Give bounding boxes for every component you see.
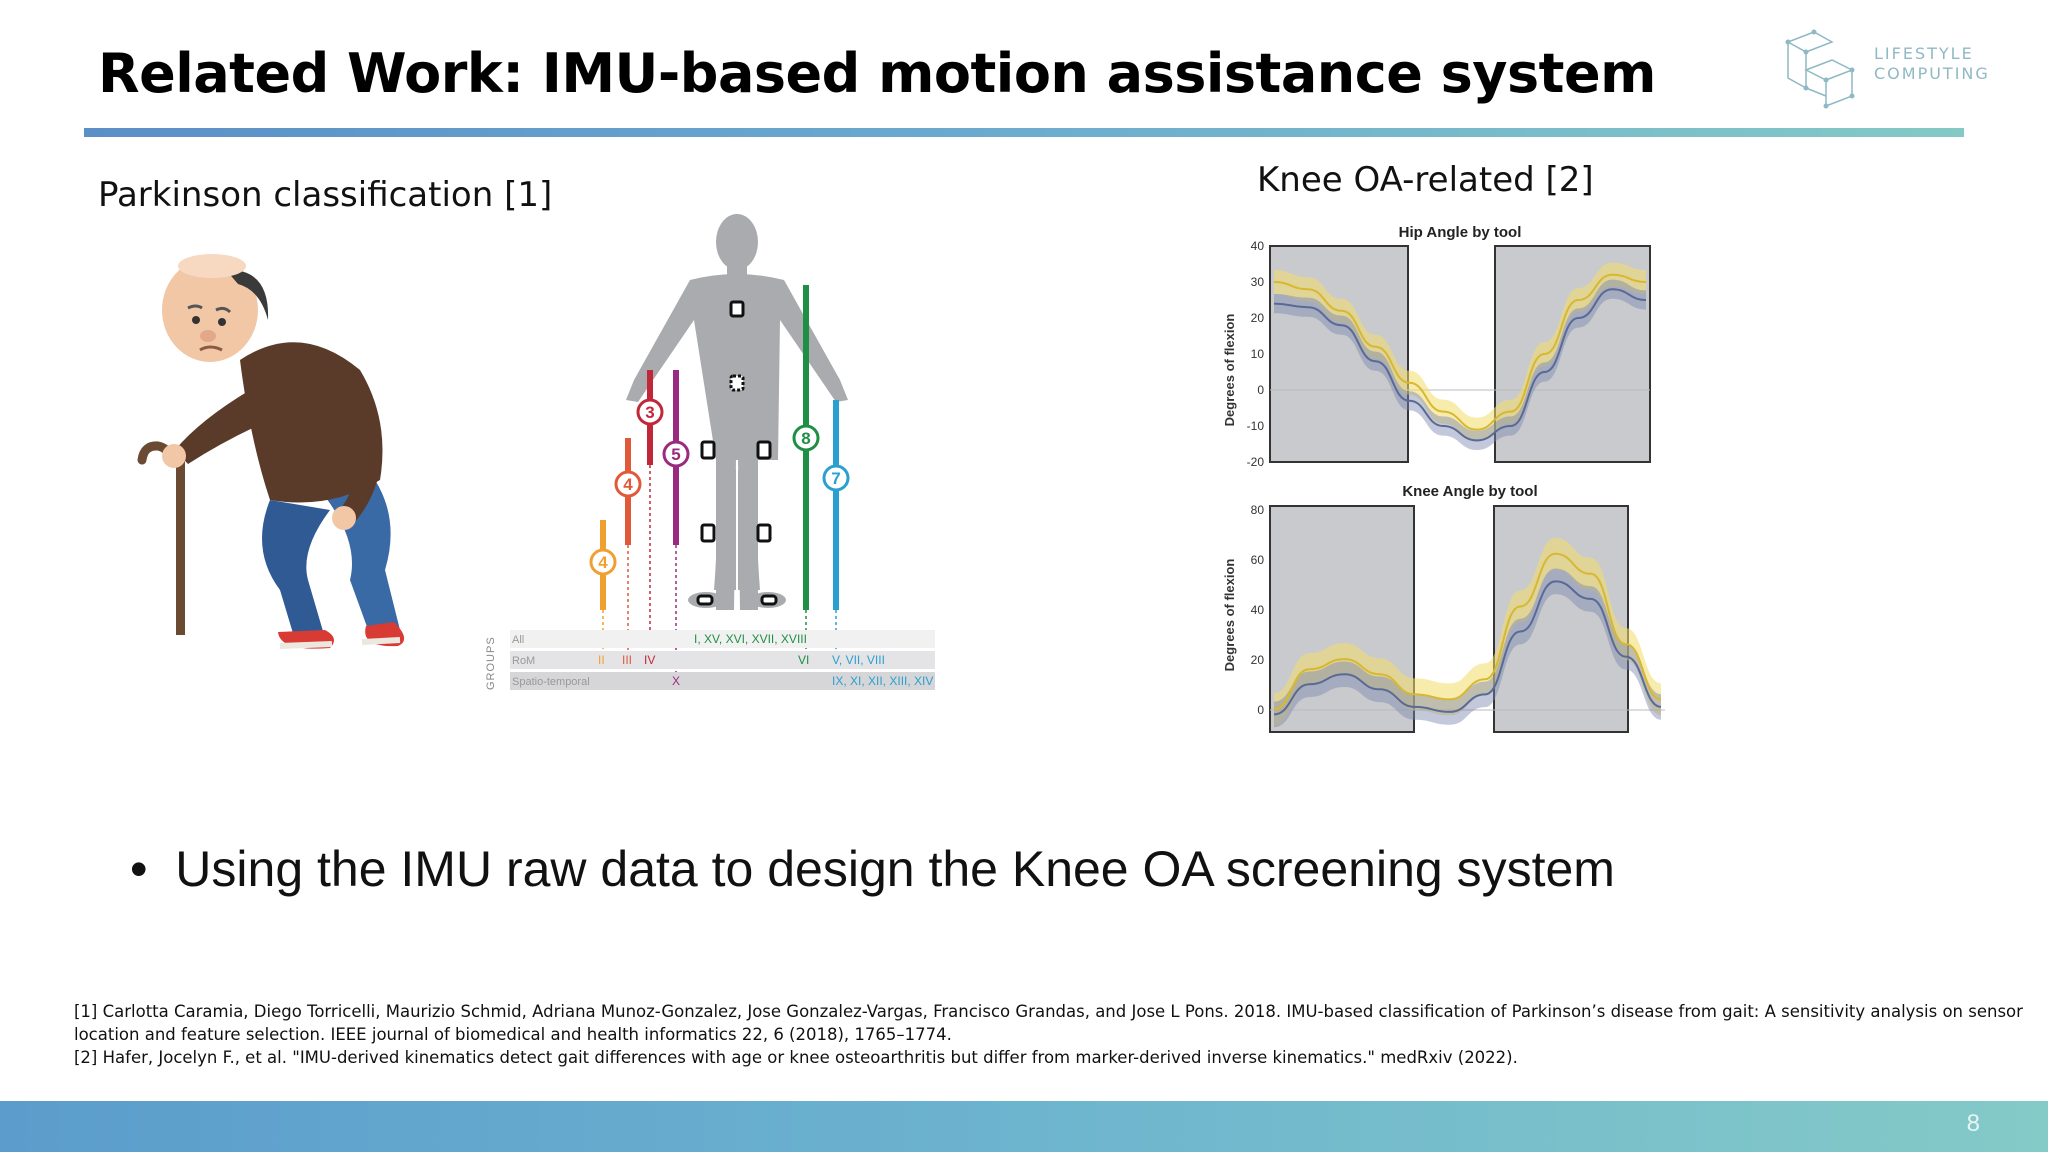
sensor-chest — [729, 300, 745, 318]
lifestyle-computing-logo-icon — [1785, 29, 1855, 109]
knee-blue-line — [1273, 580, 1662, 716]
hip-ytick-label: 30 — [1251, 275, 1265, 289]
sensor-foot-left — [696, 594, 714, 606]
bullet-text: Using the IMU raw data to design the Kne… — [175, 841, 1615, 897]
hip-ytick-label: 20 — [1251, 311, 1265, 325]
group-row-rom: RoM — [512, 655, 535, 667]
knee-yellow-band — [1274, 537, 1661, 726]
knee-chart-ylabel: Degrees of flexion — [1222, 559, 1237, 672]
tag-all-center: I, XV, XVI, XVII, XVIII — [694, 632, 807, 646]
elderly-man-with-cane-illustration — [137, 254, 405, 649]
hip-chart-title: Hip Angle by tool — [1399, 224, 1522, 241]
sensor-number-3: 3 — [645, 403, 654, 422]
slide-title: Related Work: IMU-based motion assistanc… — [98, 42, 1656, 105]
logo-text-line1: LIFESTYLE — [1874, 44, 1974, 63]
sensor-number-5: 5 — [671, 445, 680, 464]
hip-chart-ylabel: Degrees of flexion — [1222, 314, 1237, 427]
bullet-icon: • — [130, 841, 176, 897]
knee-ytick-label: 0 — [1257, 703, 1264, 717]
hip-blue-band — [1274, 279, 1646, 450]
sensor-number-4a: 4 — [598, 553, 608, 572]
group-row-all: All — [512, 634, 524, 646]
hip-yellow-band — [1274, 262, 1646, 442]
hip-ytick-label: 0 — [1257, 383, 1264, 397]
knee-angle-chart: Knee Angle by tool Degrees of flexion 80… — [1222, 483, 1665, 733]
hip-yellow-line — [1273, 273, 1647, 431]
tag-rom-right: V, VII, VIII — [832, 653, 885, 667]
knee-ytick-label: 80 — [1251, 503, 1265, 517]
knee-ytick-label: 40 — [1251, 603, 1265, 617]
sensor-lumbar — [729, 374, 745, 392]
sensor-number-4b: 4 — [623, 475, 633, 494]
bullet-point: • Using the IMU raw data to design the K… — [130, 840, 1615, 898]
logo-text-line2: COMPUTING — [1874, 64, 1990, 83]
hip-blue-line — [1273, 288, 1647, 442]
knee-chart-title: Knee Angle by tool — [1402, 483, 1537, 500]
sensor-number-8: 8 — [801, 429, 810, 448]
groups-axis-label: GROUPS — [485, 636, 497, 690]
hip-angle-chart: Hip Angle by tool Degrees of flexion 40 3… — [1222, 224, 1651, 469]
logo-text: LIFESTYLE COMPUTING — [1874, 44, 1990, 84]
tag-rom-vi: VI — [798, 653, 809, 667]
knee-oa-section-label: Knee OA-related [2] — [1257, 160, 1594, 200]
body-sensor-placement-diagram: 3 4 5 4 8 7 GROUPS All RoM Spatio-tempor… — [485, 214, 935, 690]
tag-rom-ii: II — [598, 653, 605, 667]
sensor-number-7: 7 — [831, 469, 840, 488]
sensor-shank-left — [700, 523, 716, 543]
hip-ytick-label: 10 — [1251, 347, 1265, 361]
knee-ytick-label: 60 — [1251, 553, 1265, 567]
sensor-thigh-right — [756, 440, 772, 460]
knee-yellow-line — [1273, 552, 1662, 711]
title-underline — [84, 128, 1964, 137]
footer-bar — [0, 1101, 2048, 1152]
tag-spatio-right: IX, XI, XII, XIII, XIV — [832, 674, 933, 688]
references: [1] Carlotta Caramia, Diego Torricelli, … — [74, 1000, 2023, 1069]
page-number: 8 — [1966, 1110, 1980, 1137]
knee-ytick-label: 20 — [1251, 653, 1265, 667]
hip-ytick-label: 40 — [1251, 239, 1265, 253]
sensor-thigh-left — [700, 440, 716, 460]
parkinson-section-label: Parkinson classification [1] — [98, 175, 553, 215]
reference-line-3: [2] Hafer, Jocelyn F., et al. "IMU-deriv… — [74, 1048, 1518, 1067]
tag-rom-iv: IV — [644, 653, 655, 667]
sensor-foot-right — [760, 594, 778, 606]
knee-oa-angle-charts: Hip Angle by tool Degrees of flexion 40 3… — [1222, 224, 1665, 733]
group-row-spatio: Spatio-temporal — [512, 676, 590, 688]
hip-ytick-label: -10 — [1247, 419, 1265, 433]
reference-line-1: [1] Carlotta Caramia, Diego Torricelli, … — [74, 1002, 2023, 1021]
tag-rom-iii: III — [622, 653, 632, 667]
reference-line-2: location and feature selection. IEEE jou… — [74, 1025, 952, 1044]
sensor-shank-right — [756, 523, 772, 543]
hip-ytick-label: -20 — [1247, 455, 1265, 469]
tag-spatio-x: X — [672, 674, 680, 688]
